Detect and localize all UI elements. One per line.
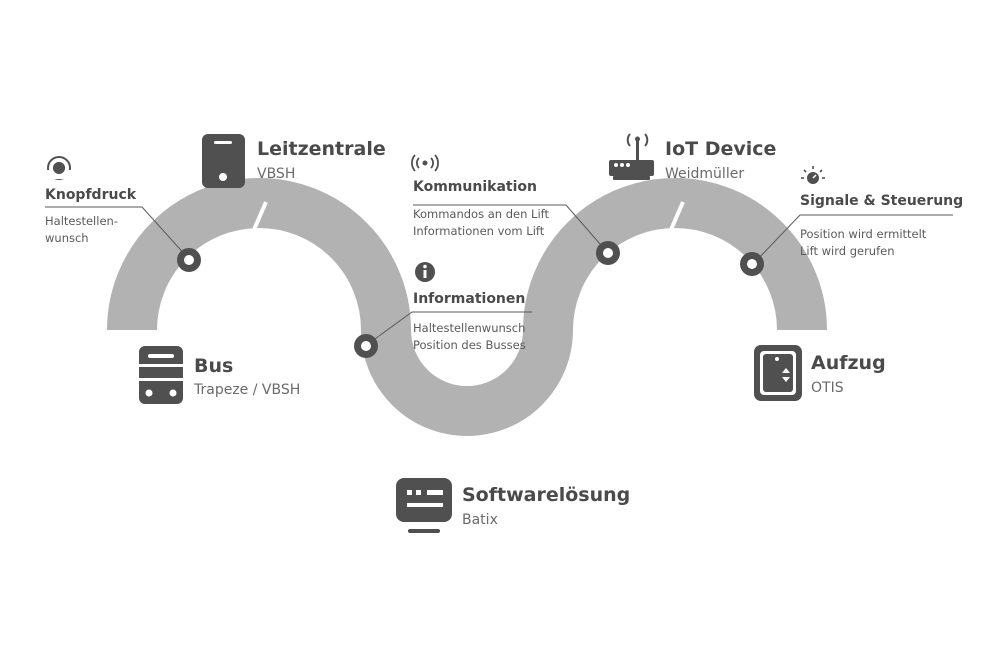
lane-break (251, 201, 268, 233)
kommunikation-line-1: Kommandos an den Lift (413, 207, 549, 221)
signale-line-2: Lift wird gerufen (800, 244, 895, 258)
marker-informationen (354, 334, 378, 358)
signale-title: Signale & Steuerung (800, 193, 964, 209)
connector-informationen (367, 311, 532, 345)
lane-break (668, 201, 685, 233)
lane-break (452, 435, 463, 465)
knopfdruck-line-2: wunsch (45, 231, 89, 245)
server-icon (396, 478, 452, 533)
phone-icon (202, 134, 245, 188)
bus-subtitle: Trapeze / VBSH (194, 382, 301, 398)
aufzug-subtitle: OTIS (811, 380, 844, 396)
signale-line-1: Position wird ermittelt (800, 227, 927, 241)
informationen-title: Informationen (413, 291, 526, 307)
signal-icon (411, 154, 439, 172)
informationen-line-1: Haltestellenwunsch (413, 321, 526, 335)
connector-signale (754, 214, 953, 263)
road-arc-middle (359, 329, 575, 438)
software-subtitle: Batix (462, 512, 498, 528)
knopfdruck-line-1: Haltestellen- (45, 214, 118, 228)
button-press-icon (46, 156, 72, 180)
kommunikation-line-2: Informationen vom Lift (413, 224, 545, 238)
marker-knopfdruck (177, 248, 201, 272)
leitzentrale-subtitle: VBSH (257, 166, 296, 182)
bus-icon (139, 346, 183, 404)
gauge-icon (801, 166, 825, 184)
marker-signale (740, 252, 764, 276)
elevator-icon (754, 345, 802, 401)
marker-kommunikation (596, 241, 620, 265)
kommunikation-title: Kommunikation (413, 179, 537, 195)
road-arc-right (523, 178, 827, 331)
connector-kommunikation (413, 204, 608, 253)
connector-knopfdruck (45, 206, 189, 259)
informationen-line-2: Position des Busses (413, 338, 526, 352)
iot-title: IoT Device (665, 138, 777, 160)
router-icon (609, 133, 654, 180)
software-title: Softwarelösung (462, 484, 631, 506)
road-arc-left (107, 178, 411, 331)
aufzug-title: Aufzug (811, 352, 886, 374)
knopfdruck-title: Knopfdruck (45, 187, 137, 203)
bus-title: Bus (194, 355, 234, 377)
iot-subtitle: Weidmüller (665, 166, 745, 182)
leitzentrale-title: Leitzentrale (257, 138, 386, 160)
info-icon (415, 262, 435, 282)
